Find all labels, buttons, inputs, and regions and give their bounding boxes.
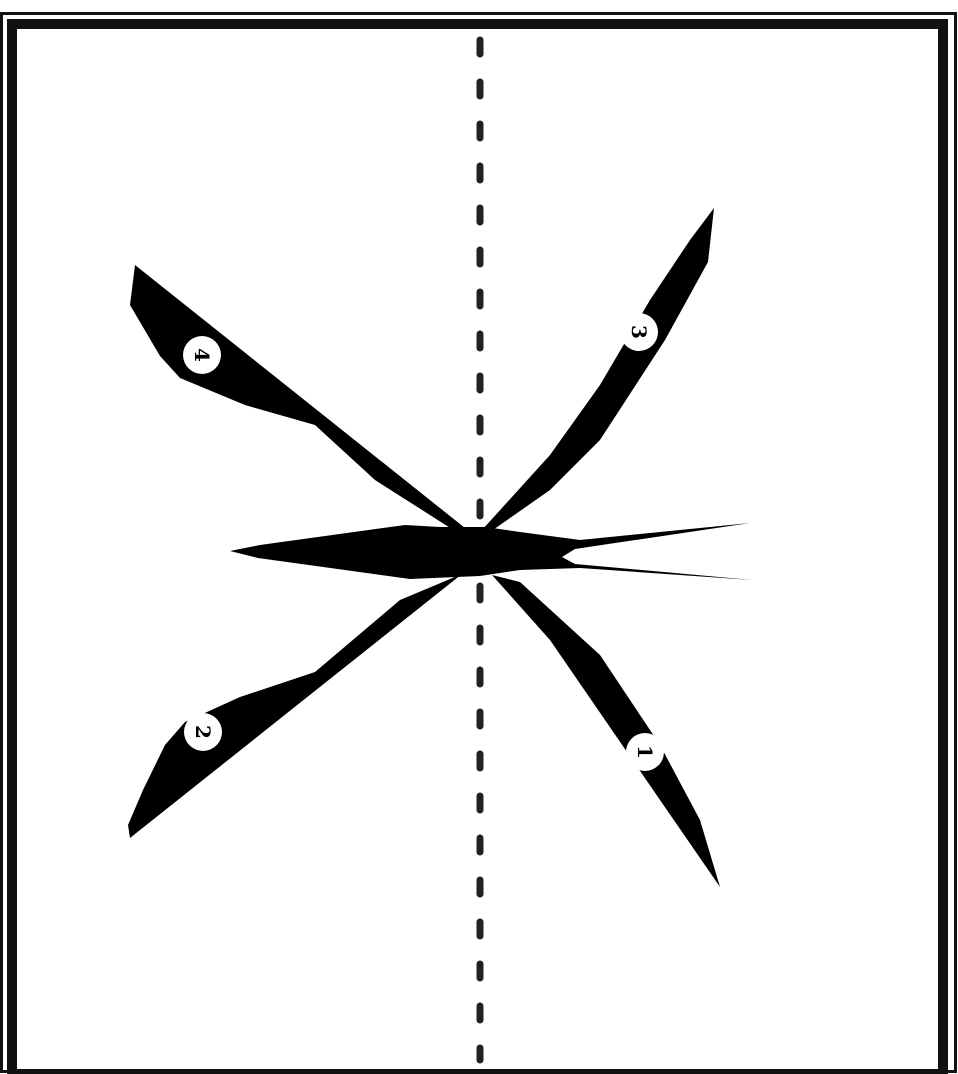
leg-3-shape — [482, 208, 714, 532]
badge-3-label: 3 — [627, 325, 651, 339]
body-shape — [230, 523, 752, 580]
leg-1-shape — [492, 575, 720, 887]
badge-2-label: 2 — [191, 725, 215, 739]
badge-1-label: 1 — [633, 745, 657, 759]
leg-2-shape — [128, 574, 462, 838]
badge-4: 4 — [183, 336, 221, 374]
badge-3: 3 — [620, 313, 658, 351]
badge-1: 1 — [626, 733, 664, 771]
badge-2: 2 — [184, 713, 222, 751]
badge-4-label: 4 — [190, 348, 214, 362]
leg-4-shape — [130, 265, 465, 531]
